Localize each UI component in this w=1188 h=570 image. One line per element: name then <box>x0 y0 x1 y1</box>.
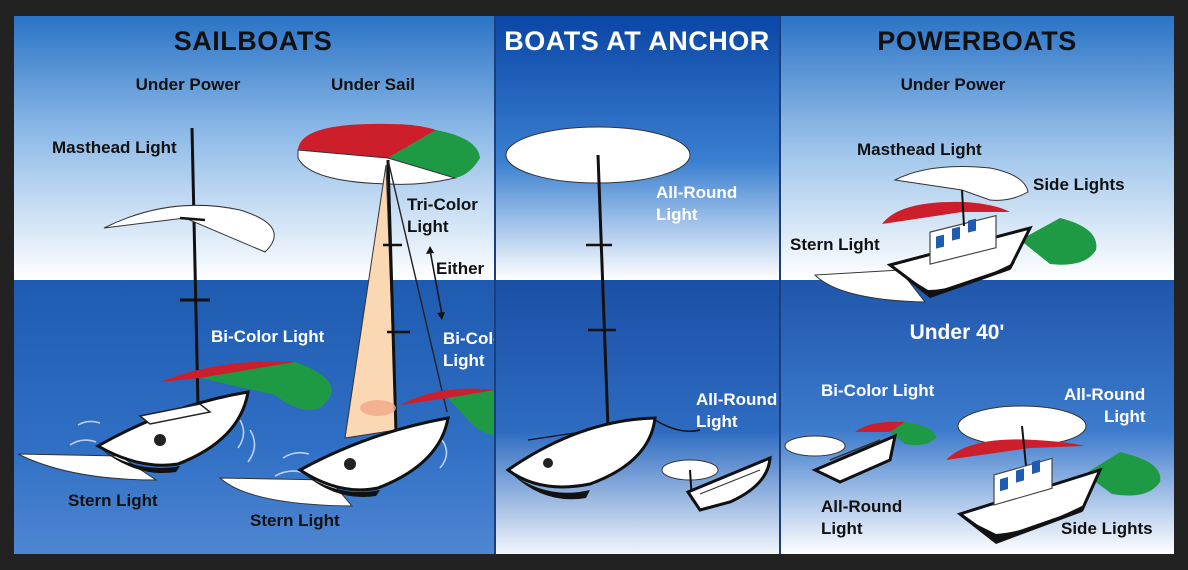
stern-light-label-left: Stern Light <box>68 491 158 510</box>
masthead-light-label: Masthead Light <box>857 140 982 159</box>
stern-light-sector <box>218 477 354 507</box>
powerboat-under-power <box>813 166 1097 303</box>
sailboats-title: SAILBOATS <box>174 26 333 56</box>
anchored-dinghy <box>661 455 772 512</box>
powerboat-large-under-40 <box>946 405 1161 544</box>
all-round-label-left-line1: All-Round <box>821 497 902 516</box>
bi-color-light-label: Bi-Color Light <box>821 381 935 400</box>
stern-light-label: Stern Light <box>790 235 880 254</box>
panel-boats-at-anchor: BOATS AT ANCHOR All-Round Light All-Roun… <box>495 16 780 554</box>
masthead-light-label: Masthead Light <box>52 138 177 157</box>
bi-color-label-line1: Bi-Color <box>443 329 510 348</box>
bi-color-green-sector <box>890 422 936 446</box>
all-round-label-bottom-line2: Light <box>696 412 738 431</box>
tri-color-green-sector <box>388 130 480 178</box>
all-round-label-bottom-line1: All-Round <box>696 390 777 409</box>
anchored-sailboat <box>505 126 701 500</box>
side-light-green-sector <box>1085 452 1161 496</box>
sailboats-sea <box>14 280 495 554</box>
under-40-label: Under 40' <box>910 321 1005 344</box>
powerboat-small-under-40 <box>784 421 936 484</box>
tri-color-red-sector <box>298 123 436 158</box>
all-round-label-top-line1: All-Round <box>656 183 737 202</box>
masthead-light-sector <box>893 166 1029 201</box>
under-power-label: Under Power <box>136 75 241 94</box>
bi-color-green-sector <box>200 362 332 410</box>
all-round-label-top-line2: Light <box>656 205 698 224</box>
hull <box>297 416 450 492</box>
side-light-red-sector <box>946 439 1084 460</box>
powerboats-title: POWERBOATS <box>877 26 1077 56</box>
dinghy-hull <box>685 455 772 512</box>
bi-color-red-sector <box>160 361 295 382</box>
tri-color-white-sector <box>297 149 457 185</box>
mast <box>386 159 398 433</box>
under-power-label: Under Power <box>901 75 1006 94</box>
sailboat-under-sail <box>218 123 530 507</box>
stern-light-sector <box>813 269 927 303</box>
all-round-label-left-line2: Light <box>821 519 863 538</box>
side-lights-label-bottom: Side Lights <box>1061 519 1153 538</box>
either-arrow <box>429 249 443 316</box>
anchor-sea <box>495 280 780 554</box>
anchor-title: BOATS AT ANCHOR <box>504 26 769 56</box>
hull <box>505 416 657 489</box>
masthead-light-sector <box>103 204 275 253</box>
tri-color-label-line2: Light <box>407 217 449 236</box>
bi-color-label-line2: Light <box>443 351 485 370</box>
either-label: Either <box>436 259 485 278</box>
bi-color-light-label: Bi-Color Light <box>211 327 325 346</box>
hull <box>811 433 898 484</box>
side-lights-label-top: Side Lights <box>1033 175 1125 194</box>
bi-color-red-sector <box>855 421 905 432</box>
all-round-light-sector <box>784 435 846 457</box>
bi-color-red-sector <box>400 388 495 405</box>
mast <box>190 127 200 406</box>
anchor-rode <box>654 419 701 432</box>
all-round-label-right-line1: All-Round <box>1064 385 1145 404</box>
stern-light-label-right: Stern Light <box>250 511 340 530</box>
panel-powerboats: POWERBOATS Under Power Masthead Light Si… <box>780 16 1174 554</box>
side-light-red-sector <box>882 201 1010 224</box>
sailboat-under-power <box>17 127 332 481</box>
under-sail-label: Under Sail <box>331 75 415 94</box>
panel-sailboats: SAILBOATS Under Power Under Sail Masthea… <box>14 16 530 554</box>
tri-color-label-line1: Tri-Color <box>407 195 478 214</box>
all-round-label-right-line2: Light <box>1104 407 1146 426</box>
side-light-green-sector <box>1020 218 1097 265</box>
mast <box>596 154 610 429</box>
